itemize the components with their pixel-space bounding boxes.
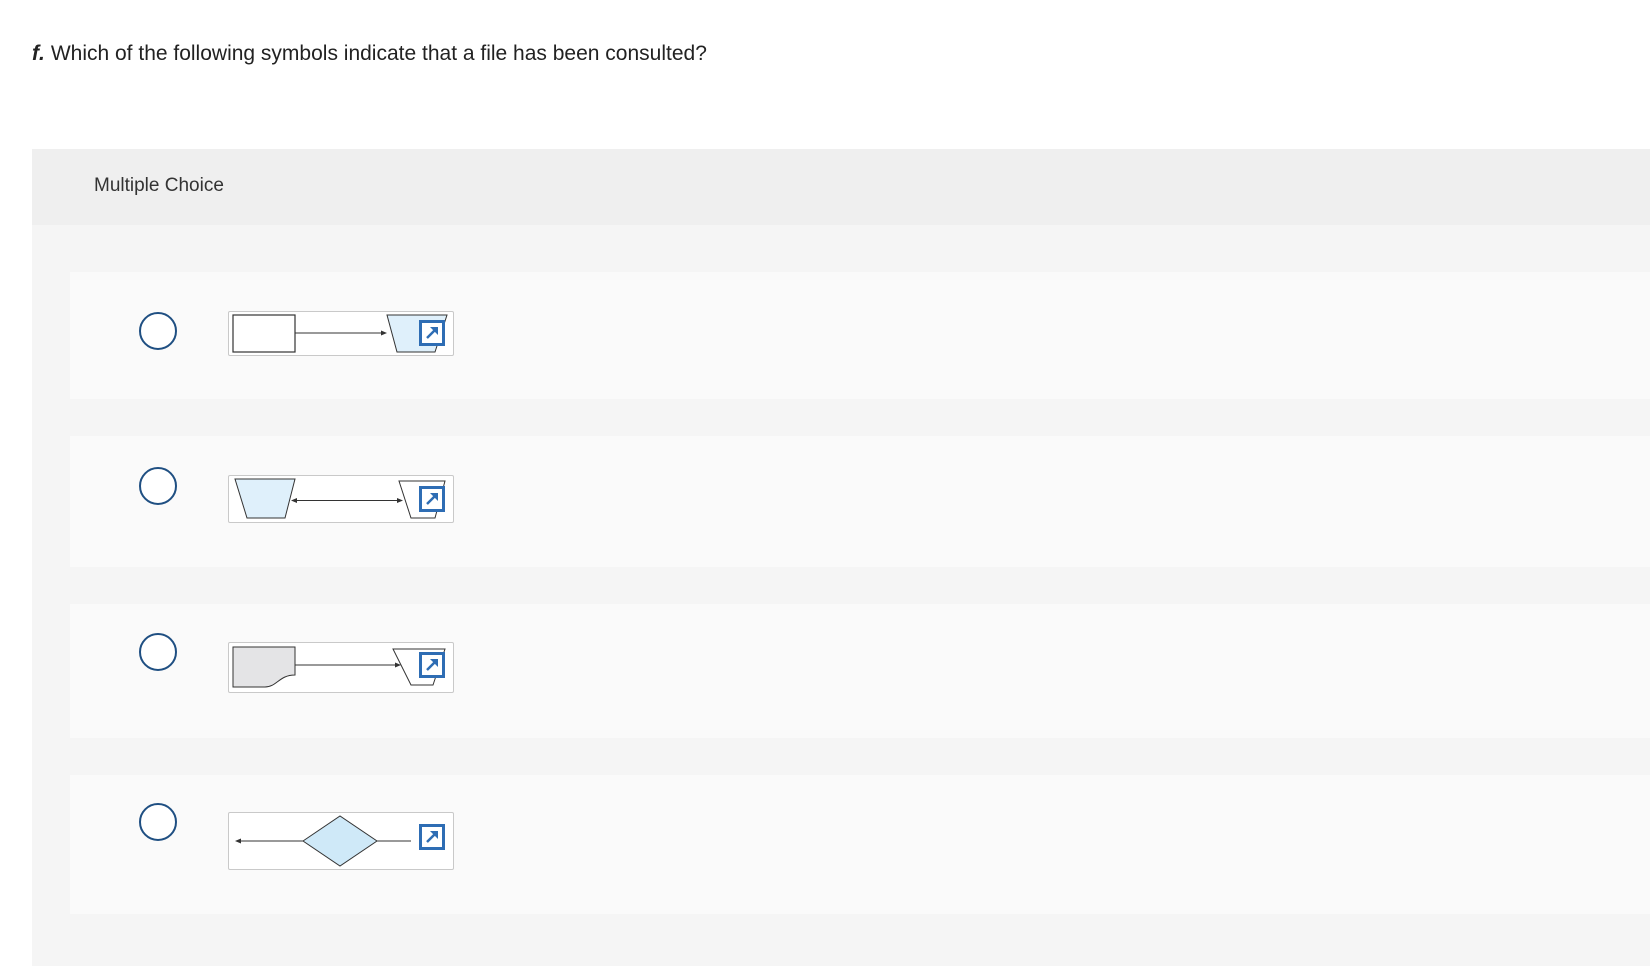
- question-letter: f.: [32, 42, 45, 65]
- expand-image-icon[interactable]: [419, 486, 445, 512]
- expand-image-icon[interactable]: [419, 652, 445, 678]
- expand-image-icon[interactable]: [419, 320, 445, 346]
- expand-image-icon[interactable]: [419, 824, 445, 850]
- choice-option-c[interactable]: [70, 604, 1650, 738]
- flowchart-figure-d: [235, 815, 411, 867]
- choice-option-b[interactable]: [70, 436, 1650, 567]
- choice-image-d: [228, 812, 454, 870]
- choice-option-d[interactable]: [70, 775, 1650, 914]
- choice-option-a[interactable]: [70, 272, 1650, 399]
- radio-button-a[interactable]: [139, 312, 177, 350]
- choice-image-b: [228, 475, 454, 523]
- radio-button-b[interactable]: [139, 467, 177, 505]
- question-type-label: Multiple Choice: [94, 175, 224, 196]
- choice-image-a: [228, 311, 454, 356]
- panel-header: Multiple Choice: [32, 149, 1650, 225]
- question-text: f.Which of the following symbols indicat…: [32, 40, 707, 68]
- multiple-choice-panel: Multiple Choice: [32, 149, 1650, 966]
- radio-button-c[interactable]: [139, 633, 177, 671]
- question-body: Which of the following symbols indicate …: [50, 42, 707, 65]
- choice-image-c: [228, 642, 454, 693]
- radio-button-d[interactable]: [139, 803, 177, 841]
